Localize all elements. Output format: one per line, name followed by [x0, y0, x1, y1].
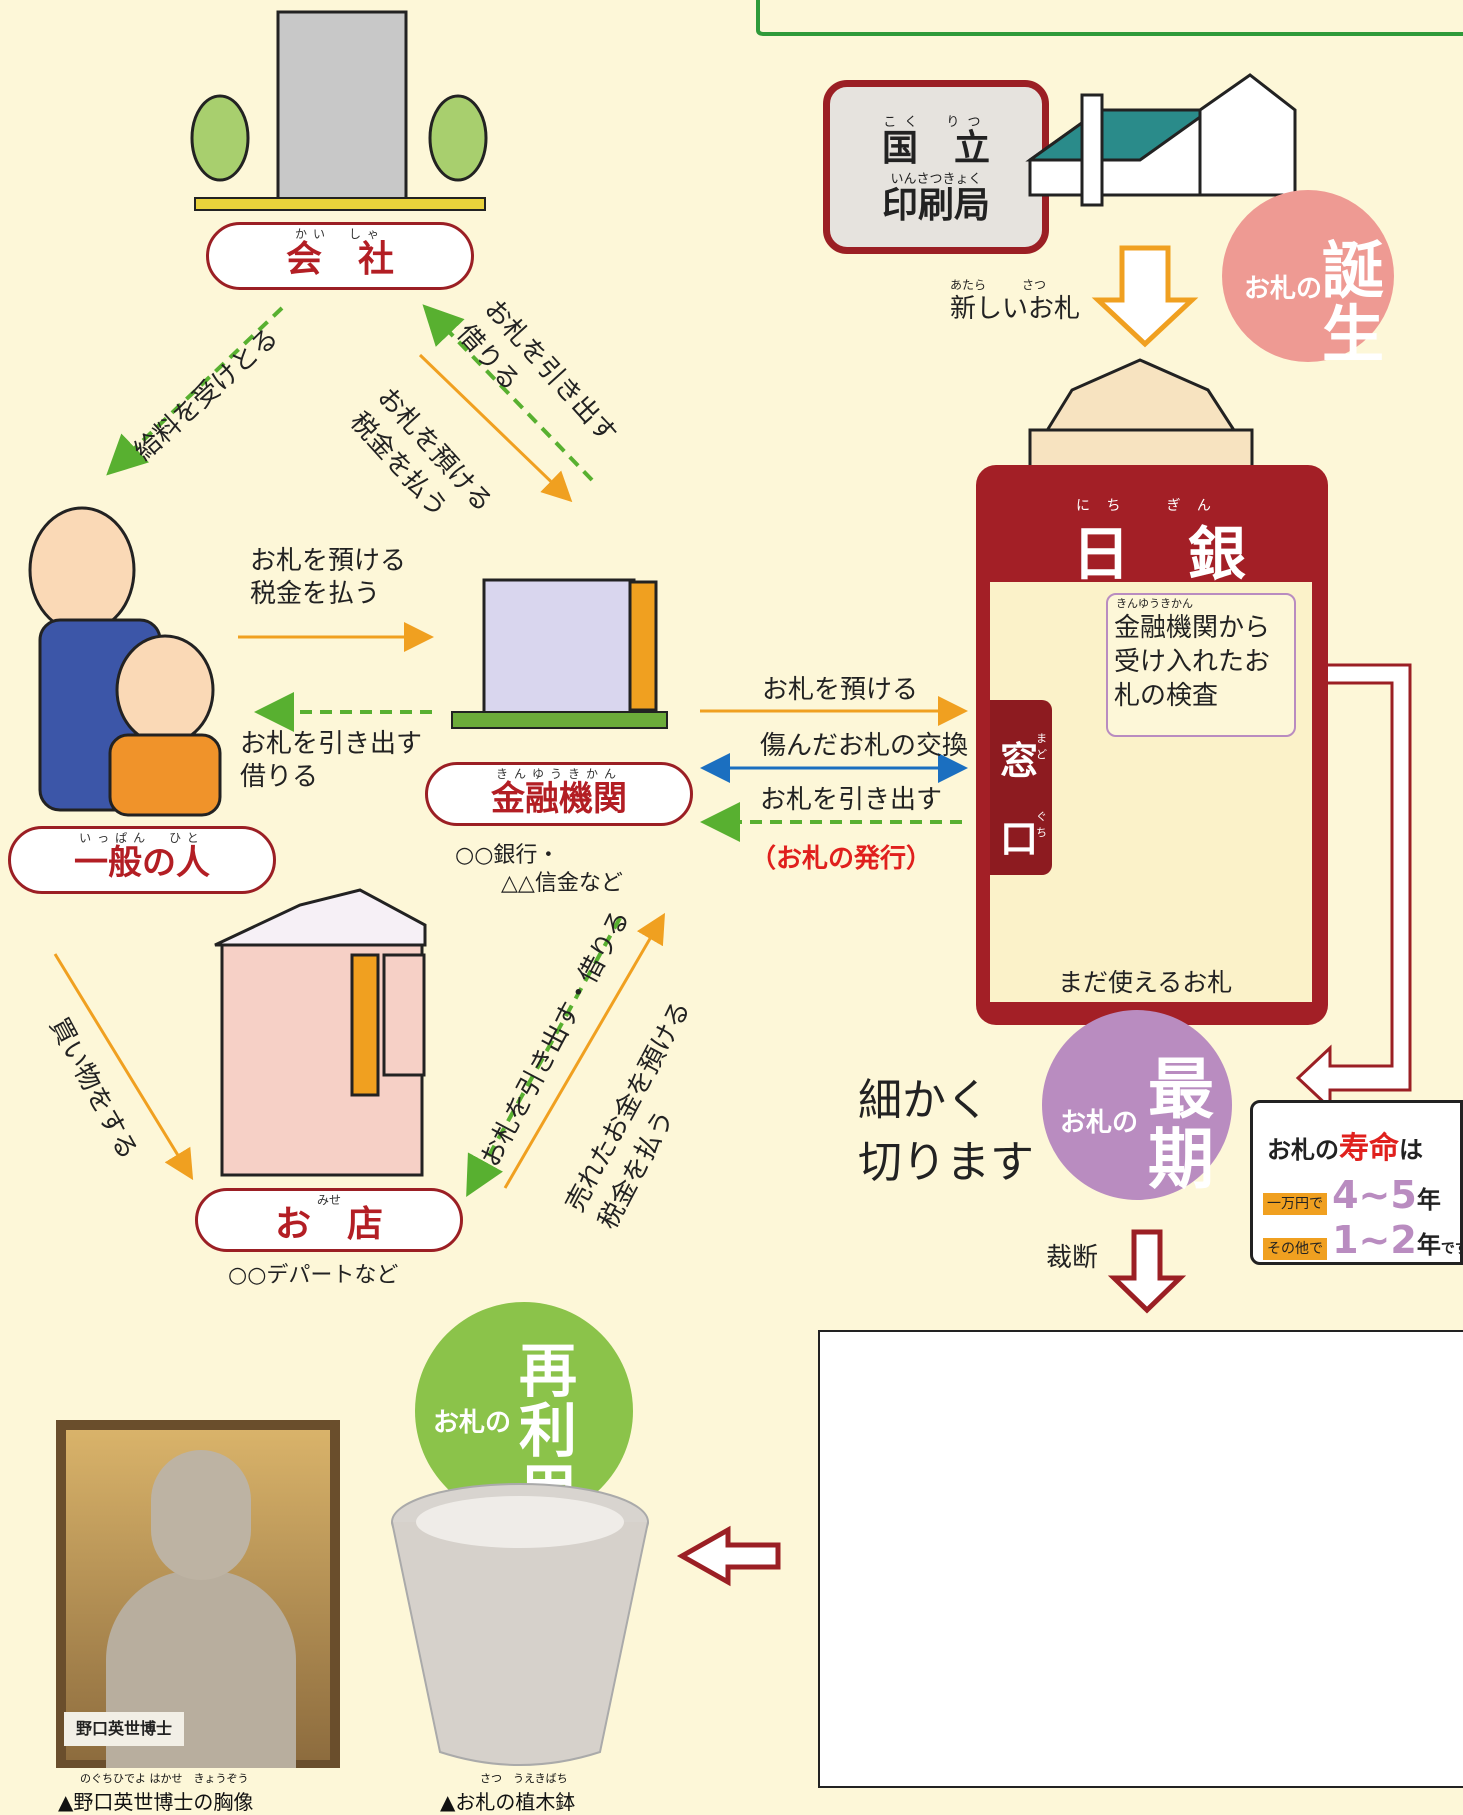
company-pill: かい しゃ 会 社 — [206, 222, 474, 290]
bust-caption: のぐちひでよ はかせ きょうぞう ▲野口英世博士の胸像 — [58, 1772, 254, 1814]
birth-big2: 生 — [1322, 298, 1385, 371]
boj-reusable: まだ使えるお札 — [1058, 968, 1233, 997]
printing-line2: 印刷局 — [881, 185, 990, 226]
boj-box: に ち ぎ ん 日 銀 窓 ま ど 口 ぐ ち きんゆうきかん 金融機関から受け… — [976, 465, 1328, 1025]
reuse-circle: お札の 再 利 用 — [415, 1302, 633, 1525]
arrow-shop-deposit — [503, 912, 666, 1189]
boj-title: 日 銀 — [1072, 520, 1247, 588]
person-deposit-label: お札を預ける税金を払う — [250, 546, 407, 609]
printing-bureau-box: こく りつ 国 立 いんさつきょく 印刷局 — [823, 80, 1049, 254]
shop-pill: みせ お 店 — [195, 1188, 463, 1252]
arrow-new-notes — [1091, 245, 1199, 348]
person-pill: いっぱん ひと 一般の人 — [8, 826, 276, 894]
bust-plaque: 野口英世博士 — [64, 1712, 184, 1746]
boj-ruby: に ち ぎ ん — [1076, 498, 1217, 514]
lifespan-box: お札の寿命は 一万円で 4~5年 その他で 1~2年です — [1250, 1100, 1463, 1265]
shred-text: 細かく切ります — [858, 1075, 1034, 1188]
bank-sub: ○○銀行・△△信金など — [455, 843, 623, 896]
blank-panel — [818, 1330, 1463, 1788]
arrow-deposit-company — [418, 353, 573, 503]
new-notes-label: あたら さつ 新しいお札 — [950, 278, 1081, 324]
shop-sub: ○○デパートなど — [228, 1263, 399, 1288]
birth-big1: 誕 — [1322, 234, 1385, 307]
pot-caption: さつ うえきばち ▲お札の植木鉢 — [440, 1772, 576, 1814]
boj-inspect-box: きんゆうきかん 金融機関から受け入れたお札の検査 — [1106, 593, 1296, 737]
issue-label: （お札の発行） — [750, 844, 933, 874]
birth-prefix: お札の — [1244, 274, 1323, 304]
arrow-shopping — [53, 953, 194, 1181]
cut-label: 裁断 — [1046, 1243, 1099, 1273]
printing-ruby2: いんさつきょく — [890, 172, 982, 187]
bust-photo: 野口英世博士 — [56, 1420, 340, 1768]
bank-pill: きんゆうきかん 金融機関 — [425, 762, 693, 826]
bank-boj-deposit-label: お札を預ける — [762, 675, 919, 705]
boj-window: 窓 ま ど 口 ぐ ち — [990, 700, 1052, 875]
end-circle: お札の 最 期 — [1042, 1010, 1232, 1200]
arrow-cut — [1107, 1229, 1187, 1314]
arrow-shop-withdraw — [466, 917, 622, 1198]
birth-circle: お札の 誕 生 — [1222, 190, 1394, 371]
bank-boj-withdraw-label: お札を引き出す — [760, 785, 943, 815]
bank-boj-exchange-label: 傷んだお札の交換 — [760, 731, 969, 761]
printing-ruby: こく りつ — [883, 115, 989, 130]
arrow-reuse — [676, 1525, 781, 1587]
printing-line1: 国 立 — [881, 128, 990, 169]
person-withdraw-label: お札を引き出す借りる — [240, 729, 423, 792]
